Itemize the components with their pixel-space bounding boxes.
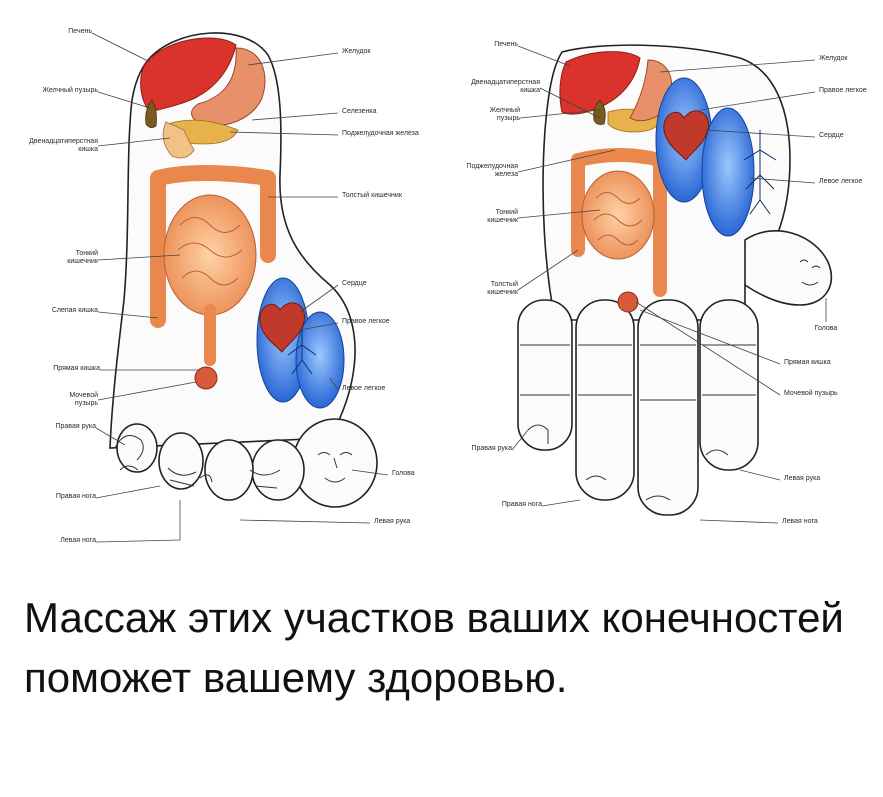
toe-hand-sketch: [114, 435, 144, 471]
foot-labels-right-5: Правое легкое: [342, 318, 390, 325]
hand-labels-left-6: Правая рука: [471, 445, 512, 452]
foot-intestine-folds: [177, 217, 243, 286]
thumb: [744, 230, 833, 306]
hand-labels-right-3: Левое легкое: [819, 178, 862, 185]
hand-small-intestine: [581, 170, 655, 260]
toe-foot-sketch: [167, 467, 213, 487]
hand-labels-right-2: Сердце: [819, 132, 844, 139]
foot-labels-left-1: Желчный пузырь: [43, 86, 99, 94]
foot-labels-right-3: Толстый кишечник: [342, 191, 403, 199]
finger-index: [699, 299, 759, 471]
hand-labels-left-7: Правая нога: [502, 501, 542, 508]
foot-labels-left-9: Левая нога: [60, 537, 96, 544]
foot-heart: [259, 302, 306, 353]
foot-labels-left-0: Печень: [68, 28, 92, 35]
foot-labels-left-4: Слепая кишка: [52, 307, 98, 314]
hand-bladder: [617, 291, 639, 313]
foot-illustration: [109, 32, 378, 508]
foot-gallbladder: [145, 99, 157, 128]
foot-labels-right-0: Желудок: [342, 48, 371, 55]
foot-leaders-left: [91, 32, 200, 543]
foot-labels-left-5: Прямая кишка: [53, 365, 100, 372]
finger-creases: [520, 344, 756, 401]
hand-labels-left-0: Печень: [494, 41, 518, 48]
foot-labels-right-1: Селезенка: [342, 108, 377, 115]
hand-labels-right-6: Мочевой пузырь: [784, 389, 838, 397]
post-caption: Массаж этих участков ваших конечностей п…: [24, 594, 844, 701]
finger-middle: [637, 299, 699, 516]
foot-bladder: [194, 366, 218, 390]
hand-labels-right-7: Левая рука: [784, 475, 820, 482]
hand-large-intestine: [571, 148, 667, 297]
hand-heart: [663, 110, 710, 161]
hand-labels-right-1: Правое легкое: [819, 87, 867, 94]
toe-2: [251, 439, 305, 501]
hand-leaders-right: [635, 59, 827, 524]
hand-labels-right-8: Левая нога: [782, 518, 818, 525]
foot-labels-right-8: Левая рука: [374, 518, 410, 525]
hand-leaders-left: [511, 45, 616, 507]
hand-intestine-folds: [593, 192, 643, 246]
hand-head-face: [799, 259, 821, 286]
foot-left-lung: [295, 311, 345, 409]
foot-liver: [140, 37, 237, 113]
finger-ring: [575, 299, 635, 501]
fingertip-sketches: [527, 424, 729, 501]
finger-little: [517, 299, 573, 451]
foot-labels-right-6: Левое легкое: [342, 385, 385, 392]
hand-gallbladder: [593, 99, 606, 125]
foot-bronchi: [287, 330, 317, 375]
hand-labels-right-5: Прямая кишка: [784, 359, 831, 366]
hand-labels-right-4: Голова: [815, 325, 838, 332]
foot-labels-left-8: Правая нога: [56, 493, 96, 500]
foot-large-intestine: [150, 165, 276, 328]
hand-bronchi: [743, 130, 777, 215]
toe-foot-sketch-2: [249, 469, 281, 489]
head-face-lines: [317, 452, 353, 483]
hand-labels-right-0: Желудок: [819, 55, 848, 62]
hand-illustration: [517, 44, 833, 516]
foot-duodenum: [162, 121, 195, 159]
toe-3: [204, 439, 254, 501]
foot-labels-right-7: Голова: [392, 470, 415, 477]
toe-5: [116, 423, 158, 473]
foot-labels-right-4: Сердце: [342, 280, 367, 287]
foot-leaders-right: [229, 52, 389, 524]
foot-labels-left-7: Правая рука: [55, 423, 96, 430]
toe-4: [158, 432, 204, 490]
foot-labels-right-2: Поджелудочная железа: [342, 130, 419, 137]
hand-left-lung: [701, 107, 755, 237]
